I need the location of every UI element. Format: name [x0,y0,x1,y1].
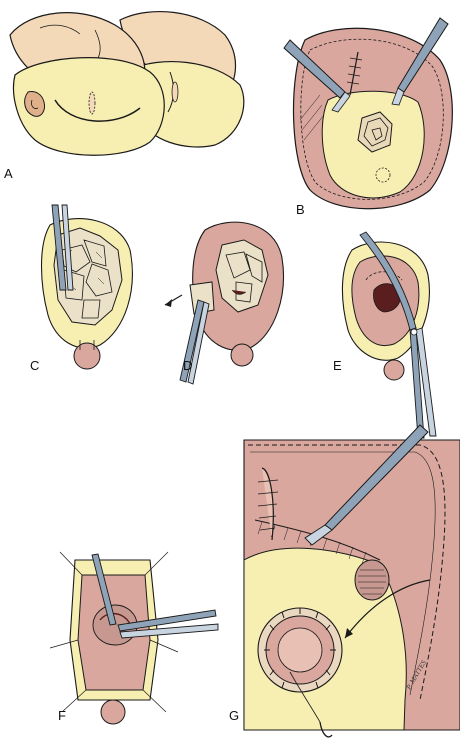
panel-c-illustration [40,204,133,370]
panel-label-b: B [296,202,305,217]
panel-d-illustration [164,221,284,385]
panel-label-g: G [229,708,239,723]
panel-label-e: E [333,358,342,373]
panel-e-illustration [341,231,437,439]
panel-b-illustration [283,17,453,210]
panel-label-c: C [30,358,39,373]
panel-g-illustration [243,424,460,738]
panel-label-f: F [58,708,66,723]
panel-a-illustration [9,10,245,156]
panel-label-a: A [4,166,13,181]
panel-f-illustration [49,551,219,725]
panel-label-d: D [183,358,192,373]
